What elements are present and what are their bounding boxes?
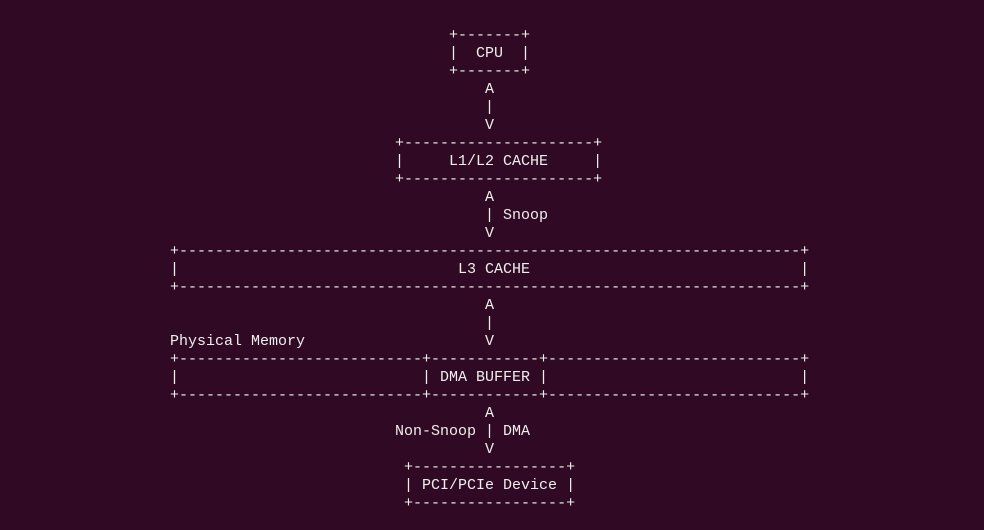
l3-box-label: | L3 CACHE | (170, 261, 810, 278)
ascii-memory-diagram: +-------+ | CPU | +-------+ A | (170, 27, 809, 513)
arrow-down: V (170, 117, 495, 134)
pci-box-bottom: +-----------------+ (170, 495, 576, 512)
arrow-up: A (170, 189, 495, 206)
snoop-arrow-label: | Snoop (170, 207, 549, 224)
arrow-up: A (170, 297, 495, 314)
l1l2-box-bottom: +---------------------+ (170, 171, 603, 188)
pci-box-label: | PCI/PCIe Device | (170, 477, 576, 494)
arrow-shaft: | (170, 315, 495, 332)
arrow-down: V (170, 441, 495, 458)
cpu-box-bottom: +-------+ (170, 63, 531, 80)
dma-buffer-label: | | DMA BUFFER | | (170, 369, 810, 386)
l3-box-top: +---------------------------------------… (170, 243, 810, 260)
non-snoop-dma-label: Non-Snoop | DMA (170, 423, 531, 440)
l1l2-box-top: +---------------------+ (170, 135, 603, 152)
memory-box-top: +---------------------------+-----------… (170, 351, 810, 368)
arrow-up: A (170, 81, 495, 98)
l1l2-box-label: | L1/L2 CACHE | (170, 153, 603, 170)
memory-box-bottom: +---------------------------+-----------… (170, 387, 810, 404)
arrow-up: A (170, 405, 495, 422)
arrow-shaft: | (170, 99, 495, 116)
pci-box-top: +-----------------+ (170, 459, 576, 476)
arrow-down: V (170, 225, 495, 242)
l3-box-bottom: +---------------------------------------… (170, 279, 810, 296)
physical-memory-label: Physical Memory V (170, 333, 495, 350)
cpu-box-label: | CPU | (170, 45, 531, 62)
cpu-box-top: +-------+ (170, 27, 531, 44)
